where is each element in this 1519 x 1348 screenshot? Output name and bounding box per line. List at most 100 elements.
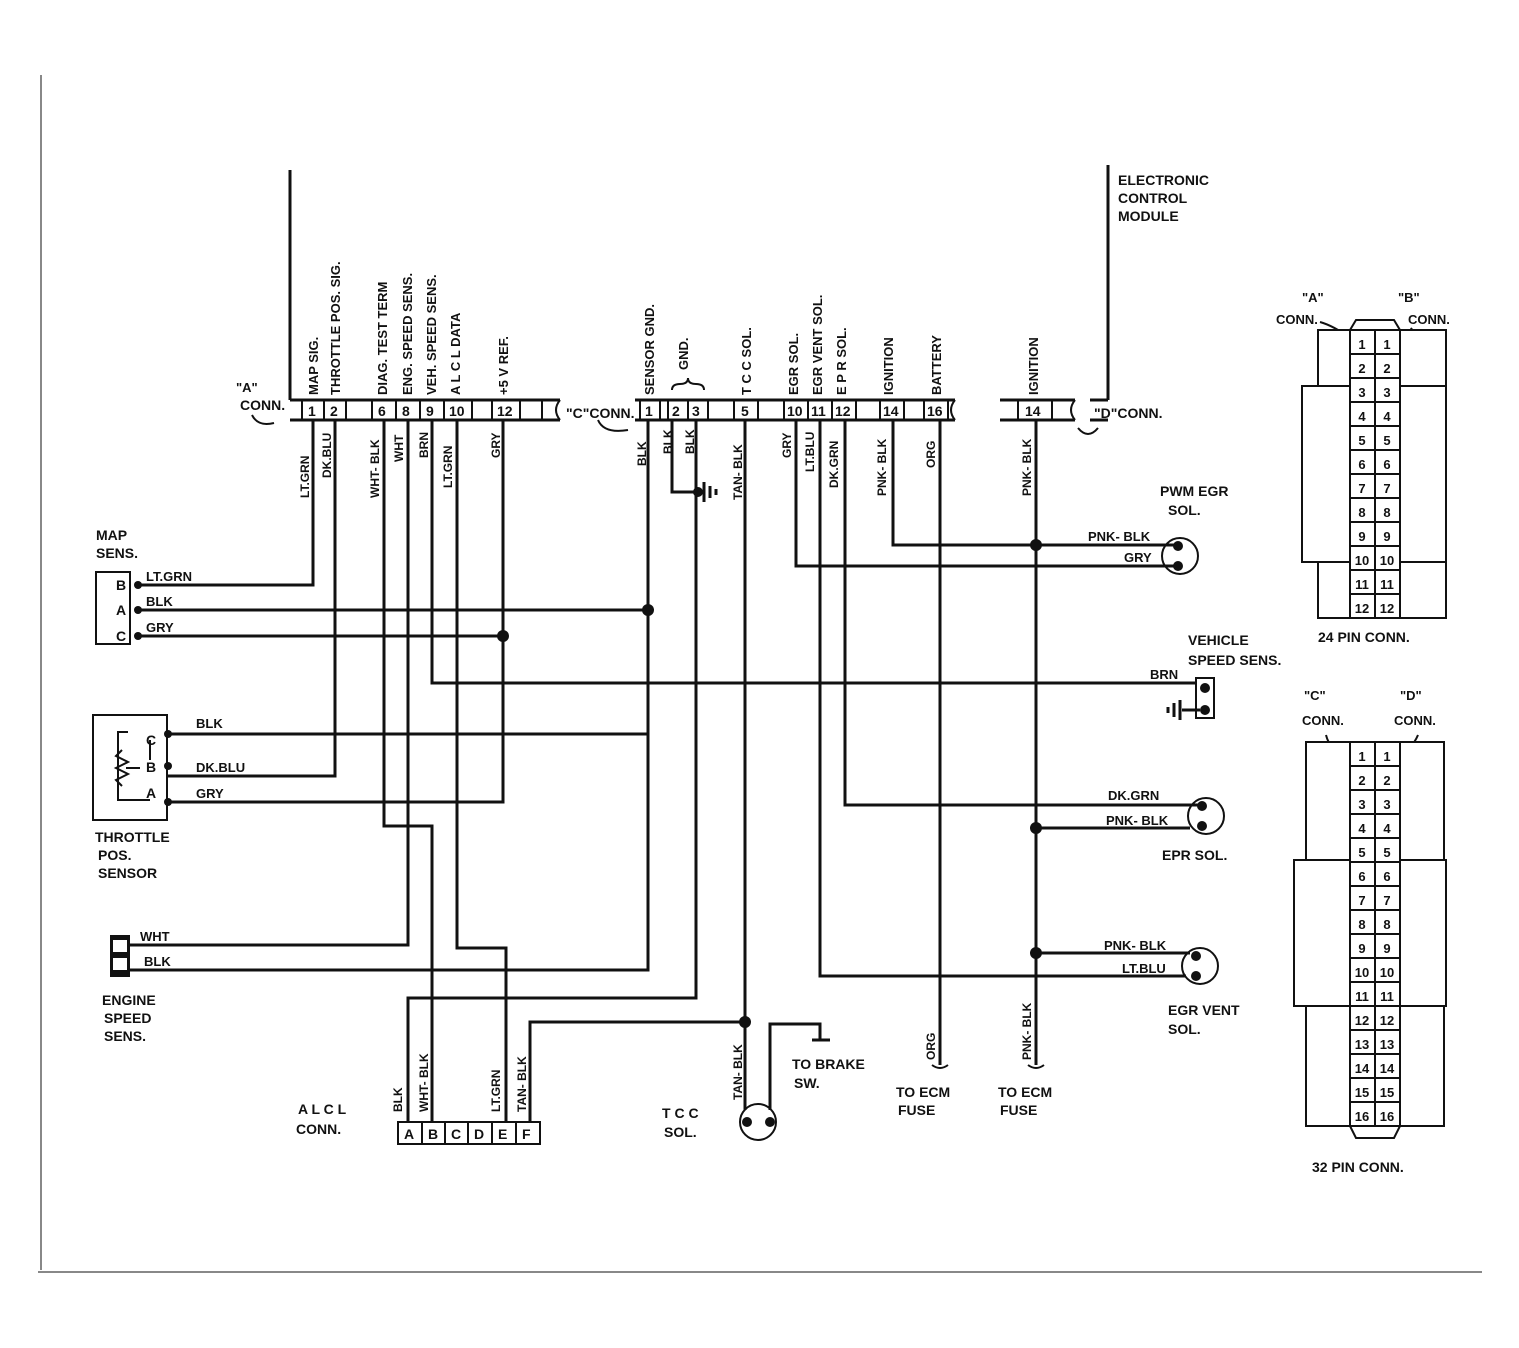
pwm-egr-title-2: SOL. <box>1168 502 1201 518</box>
engine-speed-sensor: WHT BLK ENGINE SPEED SENS. <box>102 929 171 1044</box>
ecm-a-pin-row: 1 2 6 8 9 10 12 <box>301 400 543 420</box>
wire-pnk-blk-label: PNK- BLK <box>875 438 889 496</box>
alcl-pin-d: D <box>474 1126 484 1142</box>
wires <box>122 420 1205 1125</box>
alcl-pin-c: C <box>451 1126 461 1142</box>
map-sig-label: MAP SIG. <box>306 337 321 395</box>
ecm-c-pin-1: 1 <box>645 403 653 419</box>
ecm-c-pin-row: 1 2 3 5 10 11 12 14 16 <box>639 400 949 420</box>
to-ecm-fuse-2-line1: TO ECM <box>998 1084 1052 1100</box>
tps-blk-label: BLK <box>196 716 223 731</box>
conn24-pin-left-10: 10 <box>1355 553 1369 568</box>
egr-vent-sol-label: EGR VENT SOL. <box>810 295 825 395</box>
conn24-pin-left-9: 9 <box>1358 529 1365 544</box>
conn32-pin-left-1: 1 <box>1358 749 1365 764</box>
conn32-pin-right-9: 9 <box>1383 941 1390 956</box>
ground-icon <box>693 482 718 502</box>
ecm-signal-labels: MAP SIG. THROTTLE POS. SIG. DIAG. TEST T… <box>306 261 1041 395</box>
wire-brn-label: BRN <box>417 432 431 458</box>
conn32-pin-right-15: 15 <box>1380 1085 1394 1100</box>
alcl-pin-e: E <box>498 1126 507 1142</box>
conn24-pin-right-7: 7 <box>1383 481 1390 496</box>
ab-label-a: "A" <box>1302 290 1324 305</box>
conn32-pin-right-2: 2 <box>1383 773 1390 788</box>
conn32-pin-left-5: 5 <box>1358 845 1365 860</box>
c-conn-label: "C"CONN. <box>566 405 635 421</box>
ecm-c-pin-12: 12 <box>835 403 851 419</box>
alcl-blk-label: BLK <box>391 1087 405 1112</box>
d-conn-arrow <box>1077 427 1099 435</box>
conn32-pin-left-8: 8 <box>1358 917 1365 932</box>
d-conn-label: "D"CONN. <box>1094 405 1163 421</box>
wire-dk-grn-label: DK.GRN <box>827 441 841 488</box>
conn32-pin-right-5: 5 <box>1383 845 1390 860</box>
conn24-pin-right-4: 4 <box>1383 409 1391 424</box>
vss-brn-label: BRN <box>1150 667 1178 682</box>
conn24-pin-left-2: 2 <box>1358 361 1365 376</box>
cd-label-c-conn: CONN. <box>1302 713 1344 728</box>
wire-blk-1-label: BLK <box>635 441 649 466</box>
tps-dk-blu-label: DK.BLU <box>196 760 245 775</box>
wire-lt-grn-2-label: LT.GRN <box>441 446 455 488</box>
conn32-pin-left-4: 4 <box>1358 821 1366 836</box>
map-blk-label: BLK <box>146 594 173 609</box>
alcl-pin-b: B <box>428 1126 438 1142</box>
wire-tan-blk-label: TAN- BLK <box>731 444 745 500</box>
fuse-org-label: ORG <box>924 1033 938 1060</box>
conn32-pin-left-2: 2 <box>1358 773 1365 788</box>
conn24-pin-left-12: 12 <box>1355 601 1369 616</box>
fuse-end-1 <box>931 1064 949 1069</box>
veh-speed-sens-label: VEH. SPEED SENS. <box>424 274 439 395</box>
eng-speed-sens-label: ENG. SPEED SENS. <box>400 273 415 395</box>
tps-pin-b: B <box>146 759 156 775</box>
egr-vent-title-1: EGR VENT <box>1168 1002 1240 1018</box>
pin-24-title: 24 PIN CONN. <box>1318 629 1410 645</box>
a-conn-label-2: CONN. <box>240 397 285 413</box>
ecm-title-2: CONTROL <box>1118 190 1188 206</box>
ecm-c-pin-5: 5 <box>741 403 749 419</box>
battery-break <box>950 399 956 421</box>
wire-org-label: ORG <box>924 441 938 468</box>
to-brake-sw-1: TO BRAKE <box>792 1056 865 1072</box>
conn32-pin-right-8: 8 <box>1383 917 1390 932</box>
vss-title-2: SPEED SENS. <box>1188 652 1281 668</box>
cd-label-d: "D" <box>1400 688 1422 703</box>
cd-label-c: "C" <box>1304 688 1326 703</box>
c-conn-arrow <box>597 419 629 432</box>
fuse-end-2 <box>1027 1064 1045 1069</box>
egr-sol-label: EGR SOL. <box>786 333 801 395</box>
wire-pnk-blk-2-label: PNK- BLK <box>1020 438 1034 496</box>
alcl-lt-grn-label: LT.GRN <box>489 1070 503 1112</box>
conn32-pin-left-3: 3 <box>1358 797 1365 812</box>
tcc-sol-title-1: T C C <box>662 1105 699 1121</box>
conn32-pin-right-6: 6 <box>1383 869 1390 884</box>
conn32-pin-left-15: 15 <box>1355 1085 1369 1100</box>
battery-label: BATTERY <box>929 335 944 395</box>
conn32-pin-left-12: 12 <box>1355 1013 1369 1028</box>
conn32-pin-right-12: 12 <box>1380 1013 1394 1028</box>
vehicle-speed-sensor: BRN VEHICLE SPEED SENS. <box>1150 632 1281 720</box>
map-sens-title-1: MAP <box>96 527 127 543</box>
splice-dots <box>497 539 1042 1028</box>
pin-32-title: 32 PIN CONN. <box>1312 1159 1404 1175</box>
ecm-a-pin-10: 10 <box>449 403 465 419</box>
conn24-pin-right-12: 12 <box>1380 601 1394 616</box>
five-v-ref-label: +5 V REF. <box>496 336 511 395</box>
conn32-pin-left-14: 14 <box>1355 1061 1370 1076</box>
ess-title-3: SENS. <box>104 1028 146 1044</box>
wire-lt-grn-label: LT.GRN <box>298 456 312 498</box>
ecm-a-pin-1: 1 <box>308 403 316 419</box>
ab-label-a-conn: CONN. <box>1276 312 1318 327</box>
egr-vent-solenoid: PNK- BLK LT.BLU EGR VENT SOL. <box>1104 938 1240 1037</box>
pwm-egr-solenoid: PNK- BLK GRY PWM EGR SOL. <box>1088 483 1228 575</box>
ecm-d-pin-row: 14 <box>1017 400 1053 420</box>
tcc-tan-blk-label: TAN- BLK <box>731 1044 745 1100</box>
conn24-pin-left-7: 7 <box>1358 481 1365 496</box>
conn24-pin-right-3: 3 <box>1383 385 1390 400</box>
ab-label-b-conn: CONN. <box>1408 312 1450 327</box>
alcl-pin-f: F <box>522 1126 531 1142</box>
ess-title-1: ENGINE <box>102 992 156 1008</box>
conn24-pin-right-6: 6 <box>1383 457 1390 472</box>
